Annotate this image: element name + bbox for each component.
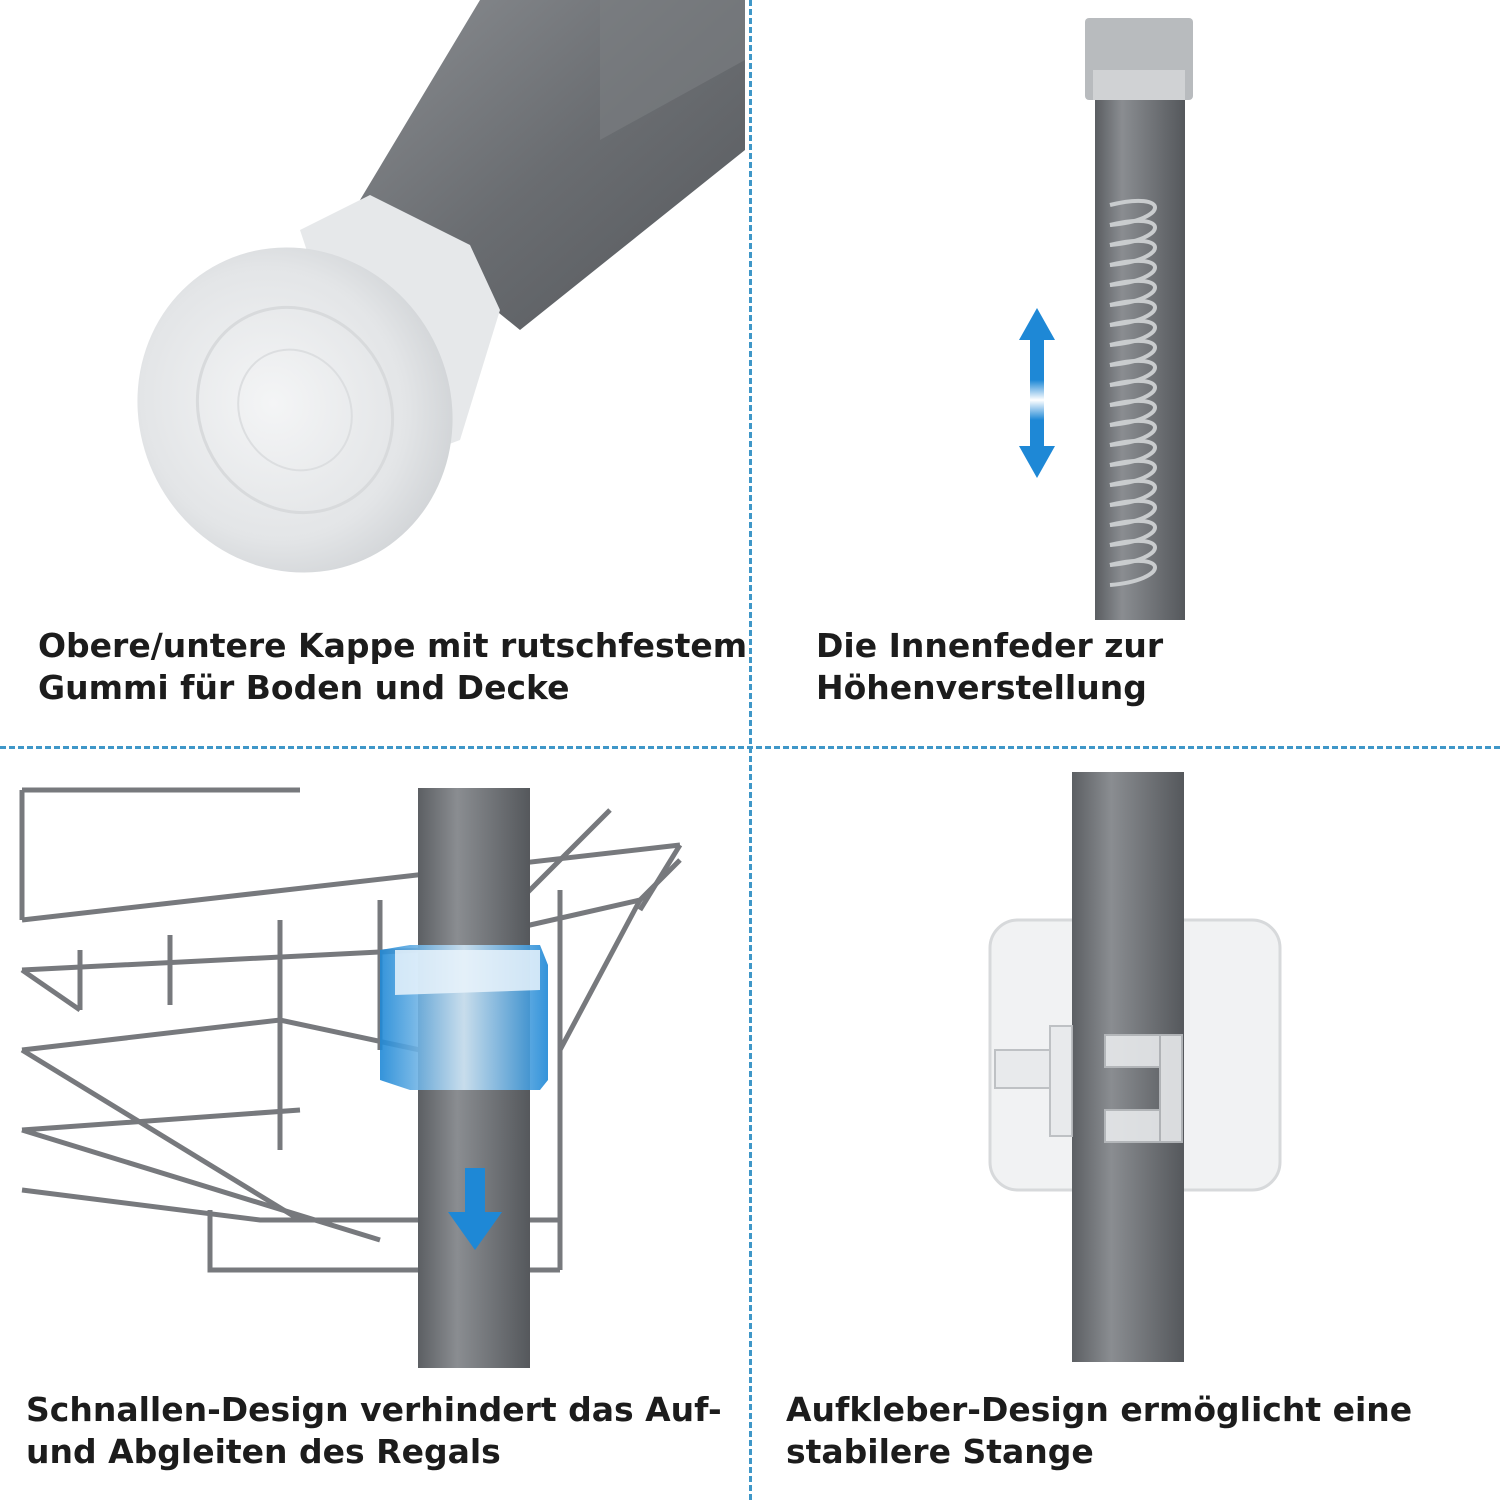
- sticker-illustration: [988, 772, 1282, 1362]
- buckle-illustration: [19, 787, 683, 1368]
- inner-spring-illustration: [1019, 18, 1193, 620]
- panel-inner-spring: Die Innenfeder zur Höhenverstellung: [750, 0, 1500, 750]
- caption-line: stabilere Stange: [786, 1432, 1094, 1471]
- rubber-cap-illustration: [137, 0, 745, 573]
- wire-basket: [19, 787, 683, 1273]
- caption-line: Höhenverstellung: [816, 668, 1147, 707]
- height-adjust-arrow-icon: [1019, 308, 1055, 478]
- sticker-hook-icon: [994, 1025, 1183, 1143]
- caption-line: Obere/untere Kappe mit rutschfestem: [38, 626, 748, 665]
- caption-line: Die Innenfeder zur: [816, 626, 1164, 665]
- rubber-cap-caption: Obere/untere Kappe mit rutschfestem Gumm…: [38, 625, 747, 709]
- panel-rubber-cap: Obere/untere Kappe mit rutschfestem Gumm…: [0, 0, 750, 750]
- inner-spring-caption: Die Innenfeder zur Höhenverstellung: [816, 625, 1163, 709]
- buckle-caption: Schnallen-Design verhindert das Auf- und…: [26, 1389, 722, 1473]
- caption-line: Schnallen-Design verhindert das Auf-: [26, 1390, 722, 1429]
- spring-coils: [1109, 198, 1157, 587]
- vertical-divider: [749, 0, 752, 1500]
- horizontal-divider: [0, 746, 1500, 749]
- down-arrow-icon: [448, 1168, 502, 1250]
- sticker-caption: Aufkleber-Design ermöglicht eine stabile…: [786, 1389, 1412, 1473]
- panel-buckle: Schnallen-Design verhindert das Auf- und…: [0, 750, 750, 1500]
- caption-line: Aufkleber-Design ermöglicht eine: [786, 1390, 1413, 1429]
- panel-sticker: Aufkleber-Design ermöglicht eine stabile…: [750, 750, 1500, 1500]
- buckle-clip-icon: [380, 945, 548, 1090]
- caption-line: Gummi für Boden und Decke: [38, 668, 570, 707]
- caption-line: und Abgleiten des Regals: [26, 1432, 501, 1471]
